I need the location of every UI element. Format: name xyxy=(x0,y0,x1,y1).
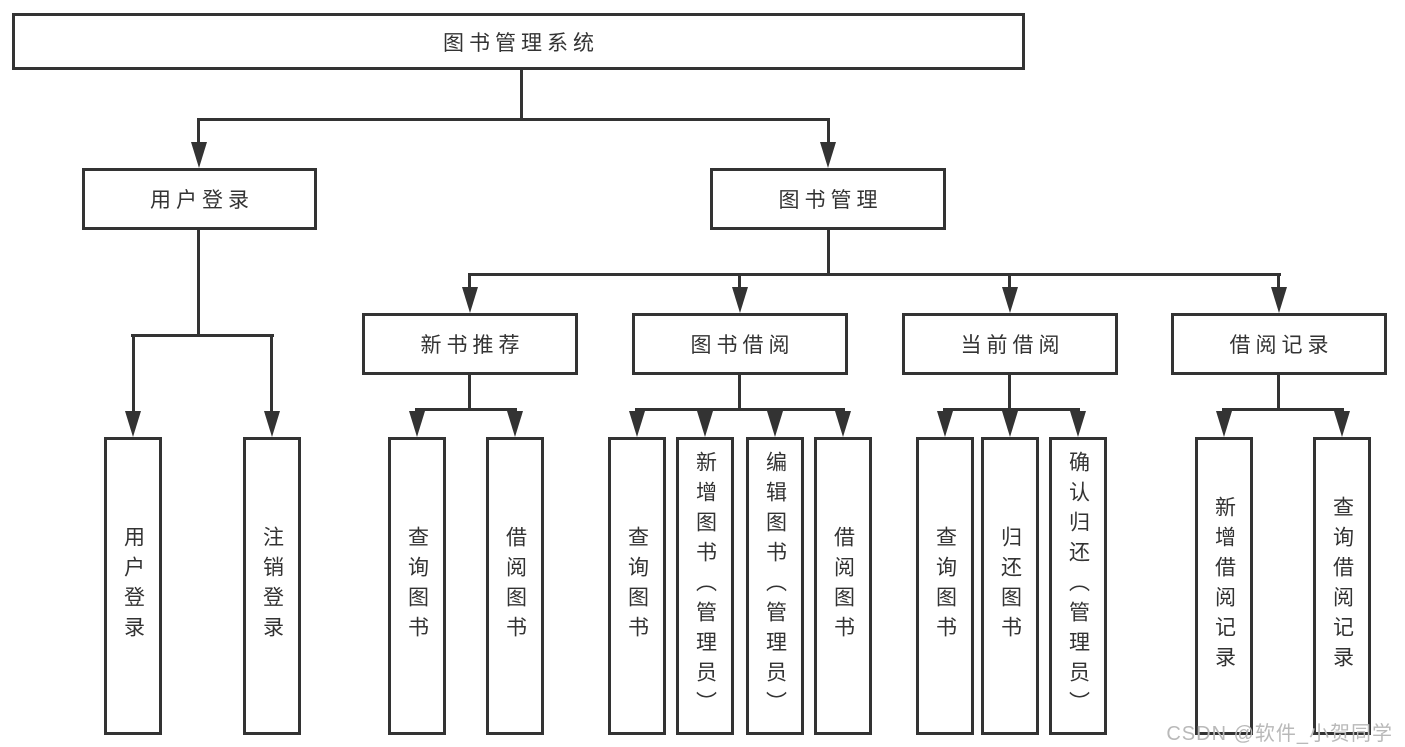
leaf-borrow-books-recommend: 借阅图书 xyxy=(486,437,544,735)
leaf-label: 借阅图书 xyxy=(831,526,855,646)
leaf-label: 新增借阅记录 xyxy=(1212,496,1236,676)
connector-stem xyxy=(468,375,471,408)
arrowhead-down-icon xyxy=(697,411,713,437)
arrowhead-down-icon xyxy=(1002,287,1018,313)
connector-rail xyxy=(1222,408,1344,411)
arrowhead-down-icon xyxy=(191,142,207,168)
connector-rail xyxy=(635,408,845,411)
csdn-watermark: CSDN @软件_小贺同学 xyxy=(1166,723,1393,745)
connector-drop xyxy=(270,334,273,413)
arrowhead-down-icon xyxy=(1271,287,1287,313)
node-label: 图书管理 xyxy=(778,189,883,212)
arrowhead-down-icon xyxy=(507,411,523,437)
leaf-label: 编辑图书（管理员） xyxy=(763,451,787,721)
leaf-borrow-books-borrowing: 借阅图书 xyxy=(814,437,872,735)
node-user-login: 用户登录 xyxy=(82,168,317,230)
connector-drop xyxy=(132,334,135,413)
node-book-borrowing: 图书借阅 xyxy=(632,313,848,375)
arrowhead-down-icon xyxy=(409,411,425,437)
connector-level3-rail xyxy=(468,273,1281,276)
connector-drop xyxy=(827,118,830,145)
arrowhead-down-icon xyxy=(1216,411,1232,437)
leaf-label: 查询借阅记录 xyxy=(1330,496,1354,676)
leaf-edit-book-admin: 编辑图书（管理员） xyxy=(746,437,804,735)
node-label: 图书管理系统 xyxy=(443,31,599,55)
arrowhead-down-icon xyxy=(1070,411,1086,437)
node-current-borrowing: 当前借阅 xyxy=(902,313,1118,375)
arrowhead-down-icon xyxy=(1334,411,1350,437)
connector-user-login-rail xyxy=(131,334,274,337)
node-label: 用户登录 xyxy=(150,189,254,212)
node-label: 借阅记录 xyxy=(1229,334,1334,357)
connector-root-stem xyxy=(520,70,523,118)
connector-stem xyxy=(1008,375,1011,408)
leaf-query-books-current: 查询图书 xyxy=(916,437,974,735)
leaf-add-borrow-record: 新增借阅记录 xyxy=(1195,437,1253,735)
leaf-add-book-admin: 新增图书（管理员） xyxy=(676,437,734,735)
connector-user-login-stem xyxy=(197,230,200,334)
arrowhead-down-icon xyxy=(820,142,836,168)
leaf-label: 注销登录 xyxy=(260,526,284,646)
connector-drop xyxy=(468,273,471,289)
leaf-query-borrow-record: 查询借阅记录 xyxy=(1313,437,1371,735)
leaf-label: 确认归还（管理员） xyxy=(1066,451,1090,721)
connector-stem xyxy=(1277,375,1280,408)
leaf-label: 新增图书（管理员） xyxy=(693,451,717,721)
leaf-confirm-return-admin: 确认归还（管理员） xyxy=(1049,437,1107,735)
arrowhead-down-icon xyxy=(125,411,141,437)
leaf-label: 查询图书 xyxy=(625,526,649,646)
node-label: 新书推荐 xyxy=(420,334,525,357)
leaf-logout: 注销登录 xyxy=(243,437,301,735)
arrowhead-down-icon xyxy=(1002,411,1018,437)
connector-drop xyxy=(1008,273,1011,289)
connector-stem xyxy=(738,375,741,408)
connector-rail xyxy=(943,408,1080,411)
leaf-query-books-recommend: 查询图书 xyxy=(388,437,446,735)
connector-rail xyxy=(415,408,517,411)
leaf-user-login: 用户登录 xyxy=(104,437,162,735)
arrowhead-down-icon xyxy=(767,411,783,437)
arrowhead-down-icon xyxy=(629,411,645,437)
node-borrow-records: 借阅记录 xyxy=(1171,313,1387,375)
node-book-management: 图书管理 xyxy=(710,168,946,230)
node-library-system: 图书管理系统 xyxy=(12,13,1025,70)
arrowhead-down-icon xyxy=(937,411,953,437)
node-label: 当前借阅 xyxy=(960,334,1065,357)
leaf-return-book: 归还图书 xyxy=(981,437,1039,735)
connector-drop xyxy=(197,118,200,145)
leaf-label: 用户登录 xyxy=(121,526,145,646)
leaf-label: 查询图书 xyxy=(405,526,429,646)
arrowhead-down-icon xyxy=(732,287,748,313)
leaf-label: 借阅图书 xyxy=(503,526,527,646)
connector-level1-rail xyxy=(197,118,830,121)
leaf-query-books-borrowing: 查询图书 xyxy=(608,437,666,735)
arrowhead-down-icon xyxy=(835,411,851,437)
connector-drop xyxy=(1277,273,1280,289)
leaf-label: 查询图书 xyxy=(933,526,957,646)
arrowhead-down-icon xyxy=(264,411,280,437)
leaf-label: 归还图书 xyxy=(998,526,1022,646)
connector-book-mgmt-stem xyxy=(827,230,830,273)
connector-drop xyxy=(738,273,741,289)
arrowhead-down-icon xyxy=(462,287,478,313)
node-new-book-recommend: 新书推荐 xyxy=(362,313,578,375)
node-label: 图书借阅 xyxy=(690,334,795,357)
